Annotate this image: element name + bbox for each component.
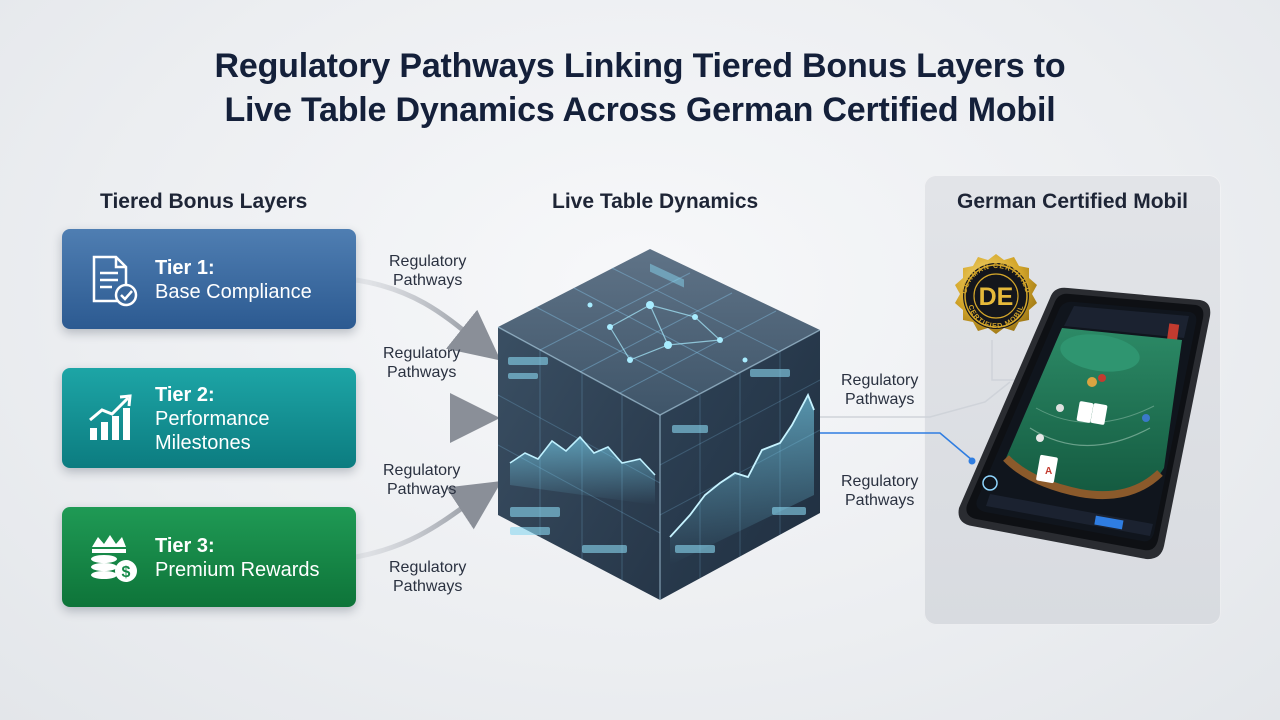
left-face-line-chart bbox=[510, 437, 655, 505]
column-heading-german-certified-mobil: German Certified Mobil bbox=[956, 190, 1189, 213]
tier-2-description-line-2: Milestones bbox=[155, 432, 251, 454]
tier-3-description: Premium Rewards bbox=[155, 559, 320, 581]
connector-seal-to-phone bbox=[991, 340, 1015, 381]
crown-coins-icon: $ bbox=[91, 535, 137, 582]
tier-2-card: Tier 2: Performance Milestones bbox=[62, 368, 356, 468]
column-heading-live-table-dynamics: Live Table Dynamics bbox=[552, 190, 759, 213]
right-face-line-chart bbox=[670, 395, 814, 565]
svg-text:A: A bbox=[1045, 466, 1052, 477]
page-title: Regulatory Pathways Linking Tiered Bonus… bbox=[0, 44, 1280, 132]
svg-text:$: $ bbox=[122, 564, 131, 581]
bar-chart-growth-icon bbox=[89, 394, 132, 440]
tier-2-name: Tier 2: bbox=[155, 384, 215, 406]
column-heading-tiered-bonus-layers: Tiered Bonus Layers bbox=[100, 190, 308, 213]
arrow-tier1-to-cube bbox=[355, 277, 501, 361]
tier-1-card: Tier 1: Base Compliance bbox=[62, 229, 356, 329]
title-line-1: Regulatory Pathways Linking Tiered Bonus… bbox=[214, 47, 1066, 85]
arrow-tier3-to-cube bbox=[355, 481, 502, 560]
connector-cube-to-phone-top bbox=[818, 381, 1011, 418]
tier-1-name: Tier 1: bbox=[155, 257, 215, 279]
german-certified-seal: GERMAN CERTIFIED CERTIFIED MOBIL DE bbox=[955, 254, 1037, 334]
seal-center-text: DE bbox=[979, 283, 1014, 311]
tier-2-description-line-1: Performance bbox=[155, 408, 270, 430]
connector-cube-to-phone-bottom bbox=[818, 432, 973, 461]
tier-3-card: $ Tier 3: Premium Rewards bbox=[62, 507, 356, 607]
title-line-2: Live Table Dynamics Across German Certif… bbox=[224, 91, 1056, 129]
live-table-dynamics-cube bbox=[497, 249, 821, 600]
document-check-icon bbox=[92, 255, 138, 307]
tier-3-name: Tier 3: bbox=[155, 535, 215, 557]
tier-1-description: Base Compliance bbox=[155, 281, 312, 303]
smartphone-live-table: A bbox=[958, 287, 1211, 560]
cube-top-face bbox=[498, 249, 820, 415]
